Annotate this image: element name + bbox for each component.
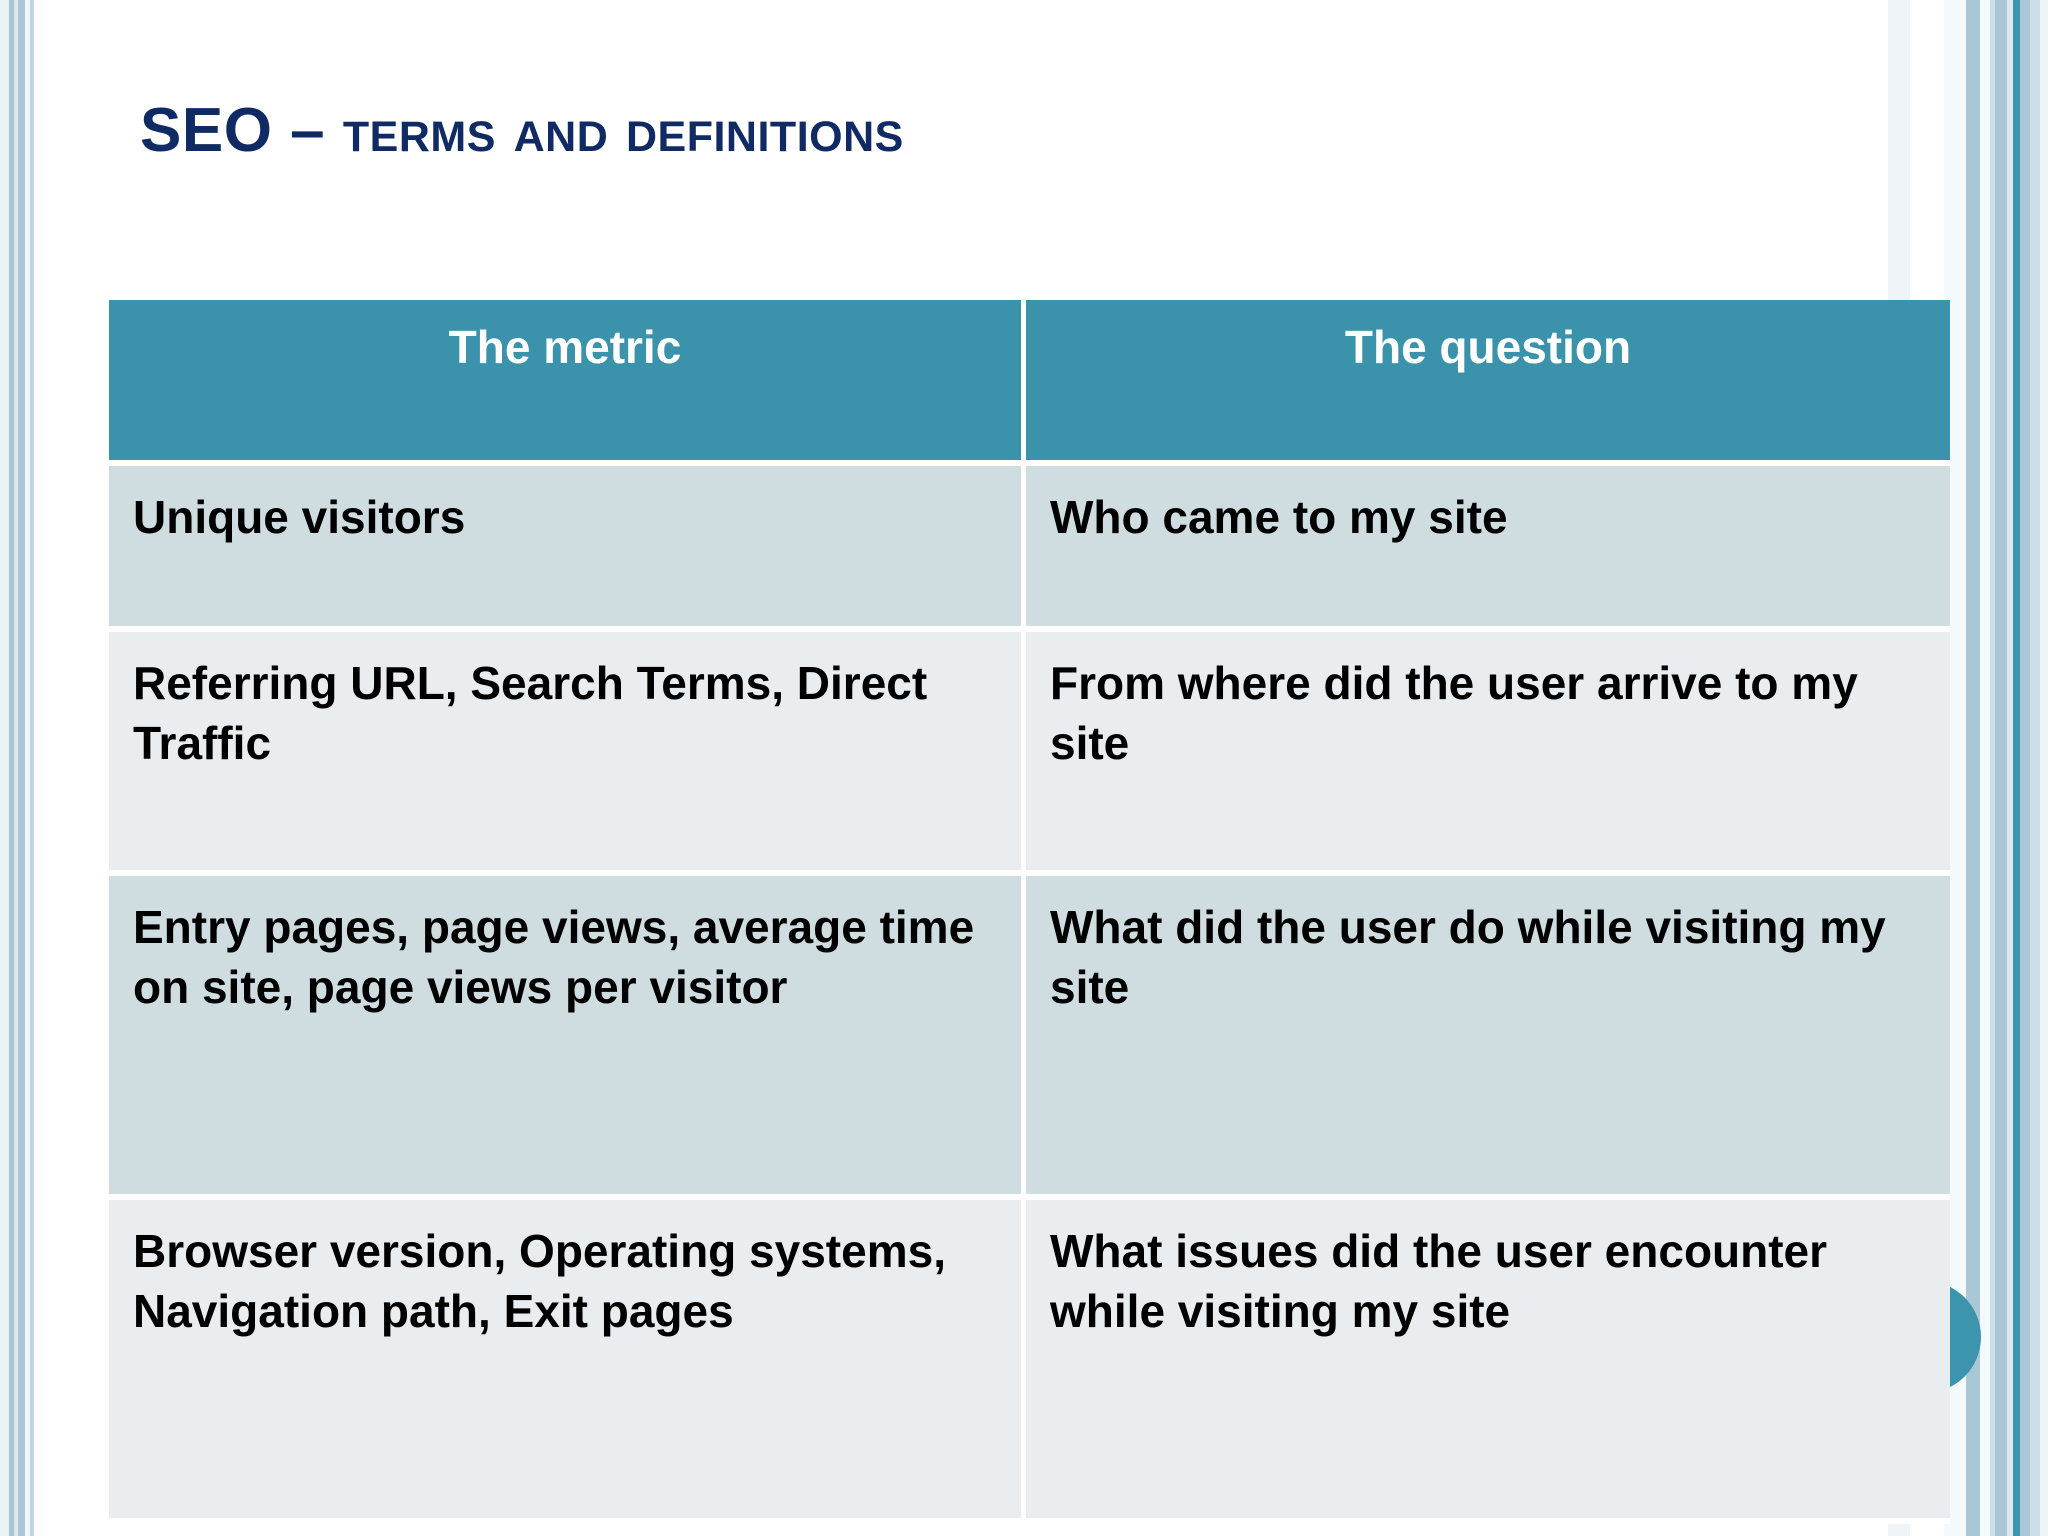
stripe-left-1 [0,0,9,1536]
stripe-right-8 [2007,0,2013,1536]
page-title-lead: SEO – [140,95,343,165]
table-body: Unique visitors Who came to my site Refe… [109,466,1950,1524]
page-title-rest: Terms and definitions [342,95,904,165]
stripe-left-5 [25,0,30,1536]
stripe-right-5 [1980,0,1990,1536]
stripe-right-12 [2040,0,2048,1536]
cell-metric: Browser version, Operating systems, Navi… [109,1200,1026,1524]
stripe-right-6 [1990,0,1995,1536]
stripe-right-10 [2020,0,2030,1536]
column-header-question: The question [1026,300,1950,466]
cell-metric: Unique visitors [109,466,1026,632]
stripe-left-4 [18,0,25,1536]
stripe-right-11 [2030,0,2040,1536]
stripe-right-7 [1995,0,2007,1536]
table-row: Entry pages, page views, average time on… [109,876,1950,1200]
stripe-right-9 [2013,0,2020,1536]
cell-question: From where did the user arrive to my sit… [1026,632,1950,876]
metrics-table-container: The metric The question Unique visitors … [109,300,1950,1524]
metrics-table: The metric The question Unique visitors … [109,300,1950,1524]
cell-question: Who came to my site [1026,466,1950,632]
left-edge-stripes [0,0,44,1536]
table-row: Browser version, Operating systems, Navi… [109,1200,1950,1524]
table-row: Referring URL, Search Terms, Direct Traf… [109,632,1950,876]
stripe-left-3 [14,0,18,1536]
stripe-left-7 [34,0,44,1536]
cell-metric: Referring URL, Search Terms, Direct Traf… [109,632,1026,876]
cell-metric: Entry pages, page views, average time on… [109,876,1026,1200]
table-row: Unique visitors Who came to my site [109,466,1950,632]
table-header-row: The metric The question [109,300,1950,466]
column-header-metric: The metric [109,300,1026,466]
stripe-left-6 [30,0,34,1536]
cell-question: What issues did the user encounter while… [1026,1200,1950,1524]
stripe-left-2 [9,0,14,1536]
table-header: The metric The question [109,300,1950,466]
page-title: SEO – Terms and definitions [140,95,1740,165]
cell-question: What did the user do while visiting my s… [1026,876,1950,1200]
